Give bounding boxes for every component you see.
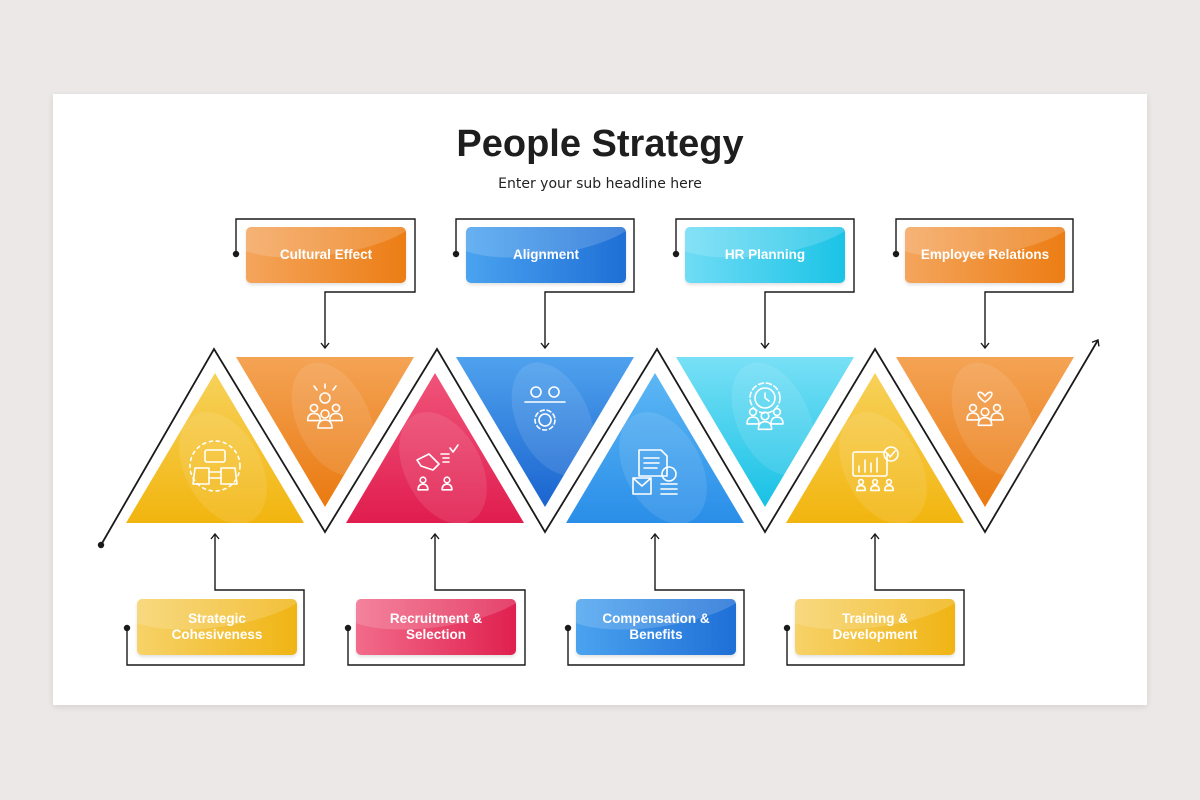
connector-dot [564, 624, 572, 632]
top-label-4-text: Employee Relations [920, 247, 1050, 262]
connector-line [786, 532, 965, 666]
zigzag-arrow-line [100, 339, 1100, 546]
bottom-label-4-text: Training & Development [832, 611, 918, 642]
triangle-recruitment-selection [346, 373, 524, 523]
hands-together-icon [189, 440, 241, 492]
connector-dot [344, 624, 352, 632]
top-label-1: Cultural Effect [246, 227, 406, 283]
triangle-hr-planning [676, 357, 854, 507]
connector-line [235, 218, 416, 350]
connector-dot [452, 250, 460, 258]
connector-line [126, 532, 305, 666]
bottom-label-3-text: Compensation & Benefits [602, 611, 710, 642]
zigzag-start-dot [97, 541, 105, 549]
triangle-cultural-effect [236, 357, 414, 507]
top-label-2-text: Alignment [513, 247, 579, 262]
top-label-4: Employee Relations [905, 227, 1065, 283]
connector-line [567, 532, 745, 666]
bottom-label-2-text: Recruitment & Selection [389, 611, 483, 642]
page-subtitle: Enter your sub headline here [498, 176, 702, 192]
connector-dot [672, 250, 680, 258]
triangle-highlight [399, 412, 487, 524]
presentation-training-icon [852, 446, 899, 492]
top-label-3: HR Planning [685, 227, 845, 283]
bottom-label-1-text: Strategic Cohesiveness [171, 611, 263, 642]
top-label-2: Alignment [466, 227, 626, 283]
connector-line [347, 532, 526, 666]
triangle-highlight [839, 412, 927, 524]
connector-dot [123, 624, 131, 632]
connector-dot [892, 250, 900, 258]
triangle-alignment [456, 357, 634, 507]
triangle-highlight [951, 362, 1035, 476]
connector-line [675, 218, 855, 350]
gear-team-icon [746, 382, 784, 431]
page-title: People Strategy [456, 123, 744, 165]
connector-dot [783, 624, 791, 632]
triangle-compensation-benefits [566, 373, 744, 523]
triangle-strategic-cohesiveness [126, 373, 304, 523]
connector-line [895, 218, 1074, 350]
bottom-label-1: Strategic Cohesiveness [137, 599, 297, 655]
triangle-employee-relations [896, 357, 1074, 507]
connector-dot [232, 250, 240, 258]
hand-selection-icon [416, 444, 459, 491]
bottom-label-2: Recruitment & Selection [356, 599, 516, 655]
top-label-1-text: Cultural Effect [279, 247, 373, 262]
team-heart-icon [966, 391, 1004, 427]
triangle-highlight [511, 362, 595, 476]
document-money-icon [632, 449, 678, 495]
top-label-3-text: HR Planning [724, 247, 806, 262]
people-gear-icon [524, 386, 566, 431]
triangle-highlight [291, 362, 375, 476]
bottom-label-4: Training & Development [795, 599, 955, 655]
bottom-label-3: Compensation & Benefits [576, 599, 736, 655]
team-idea-icon [306, 383, 344, 429]
triangle-highlight [619, 412, 707, 524]
triangle-training-development [786, 373, 964, 523]
connector-line [455, 218, 635, 350]
